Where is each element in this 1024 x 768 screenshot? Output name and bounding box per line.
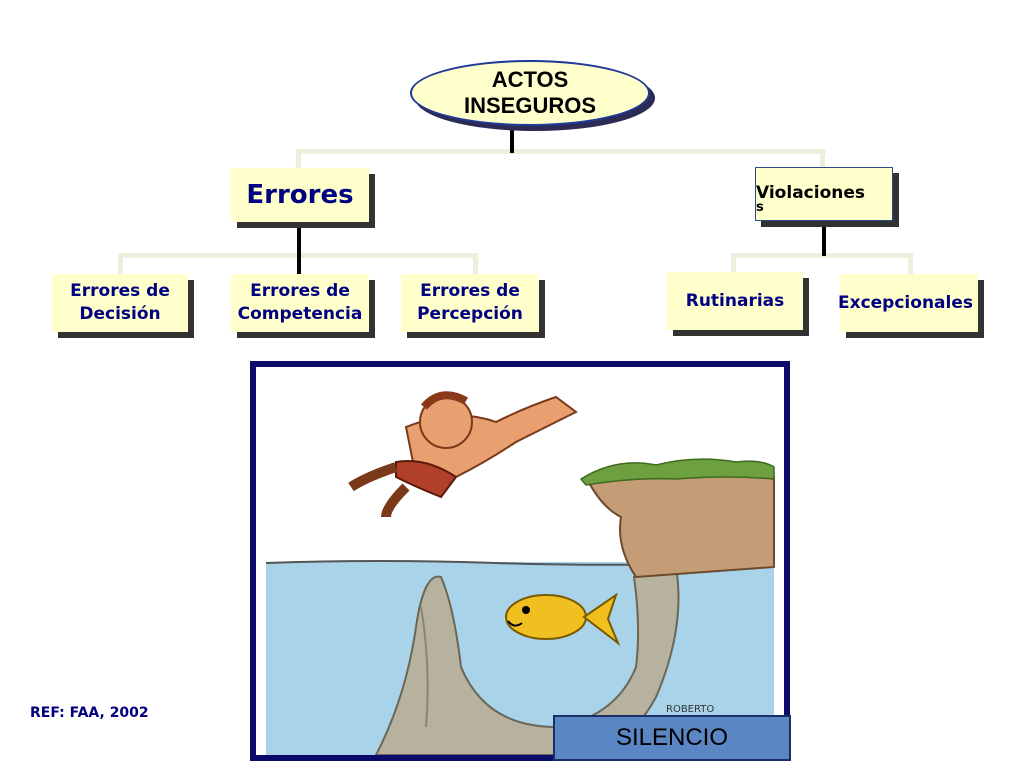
node-errores-competencia-label: Errores de Competencia — [237, 281, 363, 324]
node-rutinarias-label: Rutinarias — [685, 291, 785, 311]
connector-errores-drop-1 — [118, 253, 123, 275]
cartoon-signature: ROBERTO — [666, 704, 714, 715]
node-errores-percepcion: Errores de Percepción — [401, 274, 539, 332]
connector-violaciones-drop-1 — [731, 253, 736, 275]
connector-root-horizontal — [296, 149, 826, 154]
cliff-icon — [584, 469, 775, 579]
root-node-label: ACTOS INSEGUROS — [463, 67, 597, 118]
node-errores-decision-label: Errores de Decisión — [70, 281, 170, 324]
node-rutinarias: Rutinarias — [667, 272, 803, 330]
node-errores-label: Errores — [246, 180, 354, 210]
node-violaciones-overflow: s — [756, 200, 764, 215]
connector-violaciones-stem — [822, 220, 826, 256]
connector-errores-drop-3 — [473, 253, 478, 275]
node-errores-decision: Errores de Decisión — [52, 274, 188, 332]
connector-right-drop — [820, 149, 825, 169]
fish-icon — [505, 592, 621, 647]
node-violaciones: Violaciones s — [755, 167, 893, 221]
diver-icon — [348, 391, 578, 518]
grass-icon — [579, 458, 775, 486]
node-excepcionales: Excepcionales — [838, 274, 978, 332]
node-excepcionales-label: Excepcionales — [838, 293, 973, 313]
connector-left-drop — [296, 149, 301, 173]
node-errores-percepcion-label: Errores de Percepción — [417, 281, 523, 324]
cartoon-illustration: ROBERTO — [250, 361, 790, 761]
connector-violaciones-drop-2 — [908, 253, 913, 275]
cartoon-svg: ROBERTO — [265, 391, 775, 755]
reference-note: REF: FAA, 2002 — [30, 705, 149, 721]
connector-root-stem — [510, 124, 514, 153]
node-violaciones-label: Violaciones — [756, 183, 865, 203]
node-errores-competencia: Errores de Competencia — [231, 274, 369, 332]
caption-silencio-label: SILENCIO — [615, 724, 729, 751]
caption-silencio: SILENCIO — [553, 715, 791, 761]
root-node: ACTOS INSEGUROS — [410, 60, 650, 126]
node-errores: Errores — [231, 168, 369, 222]
connector-errores-stem — [297, 226, 301, 274]
